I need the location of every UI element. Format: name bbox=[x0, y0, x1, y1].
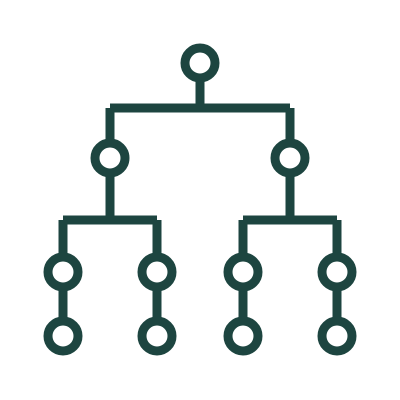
level3-node-1 bbox=[43, 252, 83, 292]
connector-left-branch bbox=[58, 176, 162, 255]
level2-node-right bbox=[270, 138, 310, 178]
connector-right-branch bbox=[238, 176, 342, 255]
level3-node-4 bbox=[317, 252, 357, 292]
tree-nodes bbox=[43, 43, 357, 356]
level3-node-2 bbox=[137, 252, 177, 292]
leaf-node-4 bbox=[317, 316, 357, 356]
leaf-node-1 bbox=[43, 316, 83, 356]
leaf-node-2 bbox=[137, 316, 177, 356]
level2-node-left bbox=[90, 138, 130, 178]
connector-root bbox=[105, 80, 295, 140]
connector-leaves bbox=[58, 289, 342, 320]
leaf-node-3 bbox=[223, 316, 263, 356]
root-node bbox=[180, 43, 220, 83]
level3-node-3 bbox=[223, 252, 263, 292]
tree-connectors bbox=[58, 80, 342, 320]
